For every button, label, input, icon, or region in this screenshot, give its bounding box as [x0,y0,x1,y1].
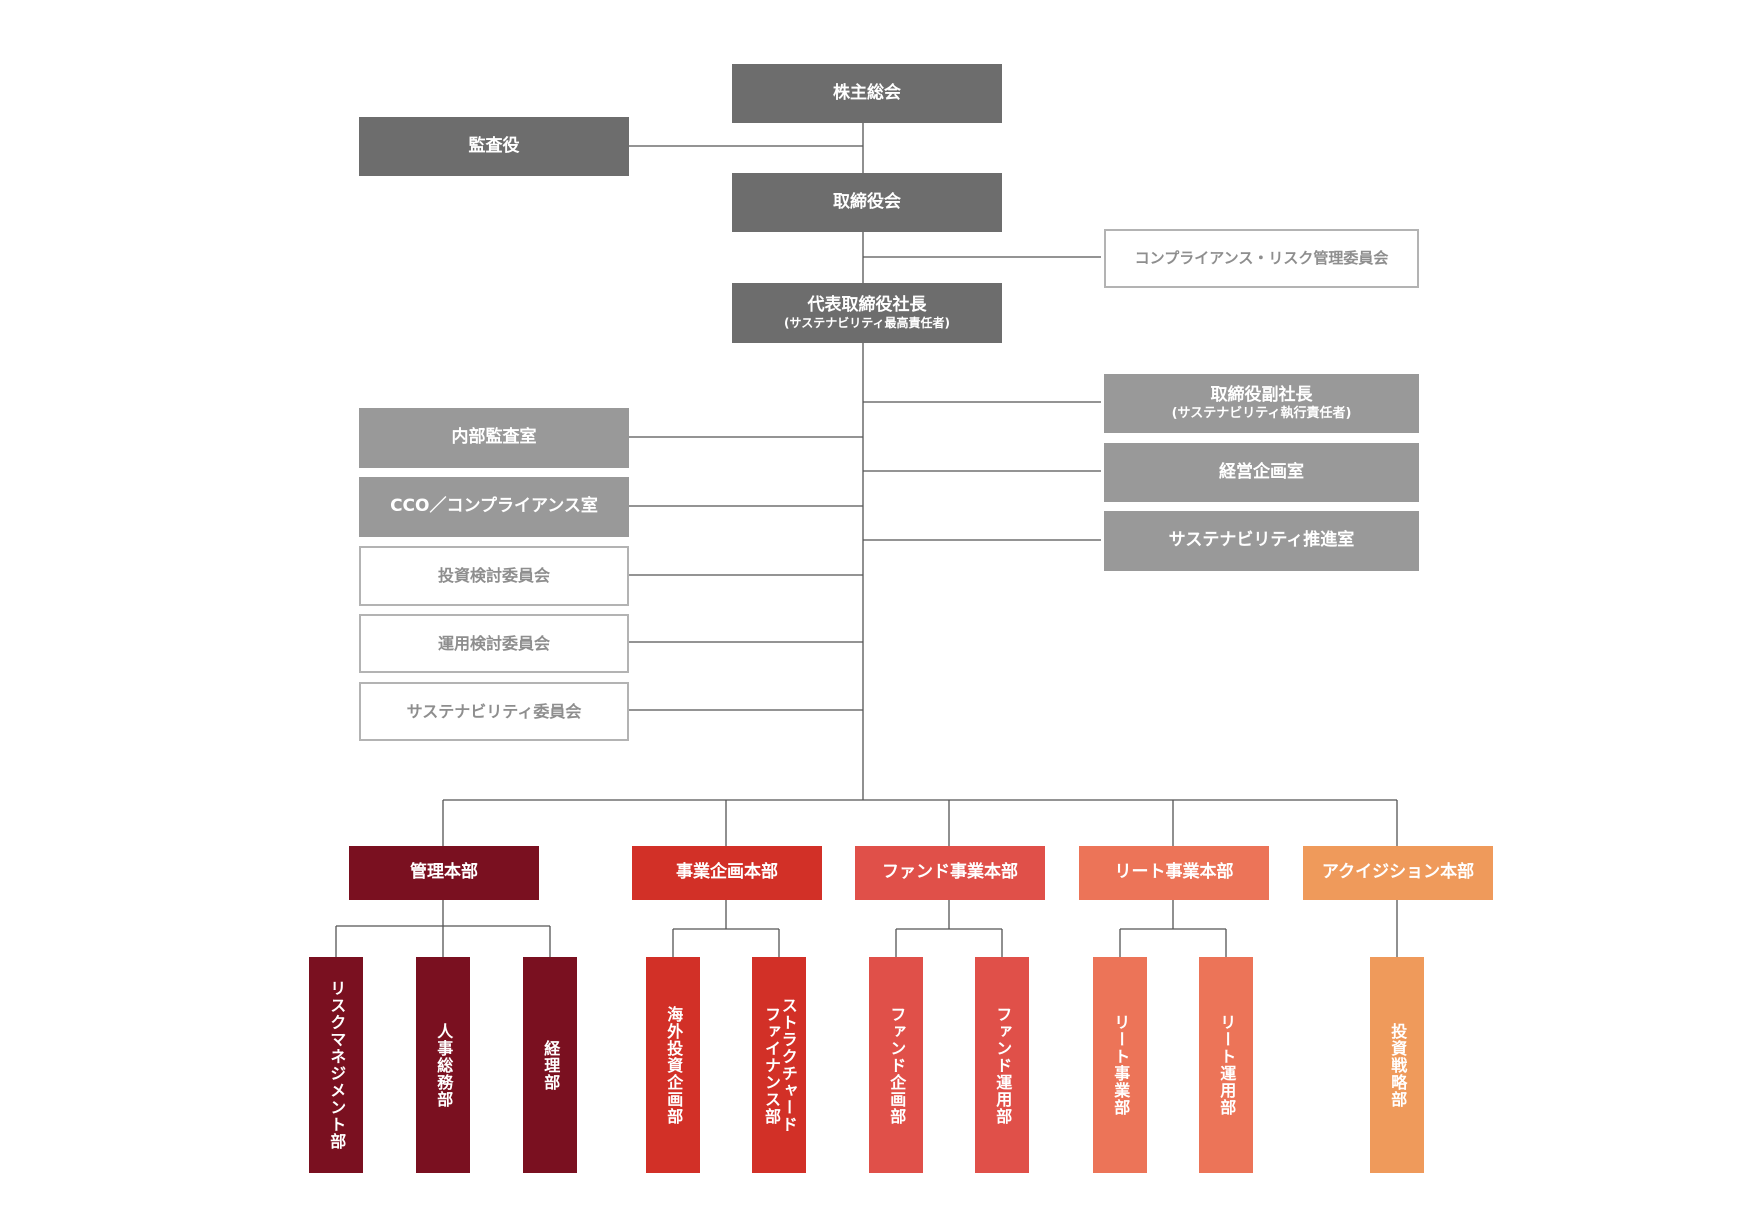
president-sub-label: (サステナビリティ最高責任者) [783,316,950,331]
compliance-risk-committee-box: コンプライアンス・リスク管理委員会 [1104,229,1419,288]
auditor-box: 監査役 [359,117,629,176]
sustainability-office-box: サステナビリティ推進室 [1104,511,1419,571]
internal-audit-label: 内部監査室 [451,427,537,448]
shareholders-meeting-box: 株主総会 [732,64,1002,123]
division-kanri-box: 管理本部 [349,846,539,900]
division-acquisition-box: アクイジション本部 [1303,846,1493,900]
internal-audit-box: 内部監査室 [359,408,629,468]
president-box: 代表取締役社長 (サステナビリティ最高責任者) [732,283,1002,343]
corporate-planning-label: 経営企画室 [1219,461,1304,482]
division-reit-box: リート事業本部 [1079,846,1269,900]
dept-overseas-investment-box: 海外投資企画部 [646,957,700,1173]
board-of-directors-label: 取締役会 [833,191,901,212]
cco-compliance-label: CCO／コンプライアンス室 [390,496,598,517]
shareholders-meeting-label: 株主総会 [833,82,901,103]
sustainability-committee-box: サステナビリティ委員会 [359,682,629,741]
operation-committee-label: 運用検討委員会 [437,633,550,653]
president-label: 代表取締役社長 [807,294,927,315]
dept-structured-finance-label: ストラクチャード ファイナンス部 [762,997,798,1133]
division-reit-label: リート事業本部 [1114,862,1234,883]
division-jigyo-kikaku-label: 事業企画本部 [676,862,778,883]
dept-fund-planning-label: ファンド企画部 [887,1005,907,1125]
dept-reit-operation-box: リート運用部 [1199,957,1253,1173]
corporate-planning-box: 経営企画室 [1104,443,1419,502]
auditor-label: 監査役 [468,135,520,156]
division-fund-label: ファンド事業本部 [882,862,1018,883]
board-of-directors-box: 取締役会 [732,173,1002,232]
vice-president-label: 取締役副社長 [1210,384,1313,405]
dept-reit-business-box: リート事業部 [1093,957,1147,1173]
division-fund-box: ファンド事業本部 [855,846,1045,900]
sustainability-committee-label: サステナビリティ委員会 [406,701,582,721]
cco-compliance-box: CCO／コンプライアンス室 [359,477,629,537]
division-kanri-label: 管理本部 [410,862,478,883]
dept-structured-finance-box: ストラクチャード ファイナンス部 [752,957,806,1173]
vice-president-sub-label: (サステナビリティ執行責任者) [1171,406,1352,421]
division-jigyo-kikaku-box: 事業企画本部 [632,846,822,900]
dept-investment-strategy-box: 投資戦略部 [1370,957,1424,1173]
dept-hr-general-affairs-label: 人事総務部 [434,1022,454,1108]
dept-reit-operation-label: リート運用部 [1217,1014,1237,1116]
dept-reit-business-label: リート事業部 [1111,1014,1131,1116]
dept-fund-operation-box: ファンド運用部 [975,957,1029,1173]
dept-investment-strategy-label: 投資戦略部 [1388,1022,1408,1108]
vice-president-box: 取締役副社長 (サステナビリティ執行責任者) [1104,374,1419,433]
dept-risk-management-box: リスクマネジメント部 [309,957,363,1173]
operation-committee-box: 運用検討委員会 [359,614,629,673]
compliance-risk-committee-label: コンプライアンス・リスク管理委員会 [1134,249,1389,268]
dept-hr-general-affairs-box: 人事総務部 [416,957,470,1173]
dept-risk-management-label: リスクマネジメント部 [327,980,347,1150]
sustainability-office-label: サステナビリティ推進室 [1168,530,1355,551]
dept-accounting-box: 経理部 [523,957,577,1173]
dept-fund-operation-label: ファンド運用部 [993,1005,1013,1125]
division-acquisition-label: アクイジション本部 [1321,862,1475,883]
dept-overseas-investment-label: 海外投資企画部 [664,1005,684,1125]
dept-fund-planning-box: ファンド企画部 [869,957,923,1173]
investment-committee-label: 投資検討委員会 [437,566,550,585]
investment-committee-box: 投資検討委員会 [359,546,629,606]
dept-accounting-label: 経理部 [541,1039,561,1091]
